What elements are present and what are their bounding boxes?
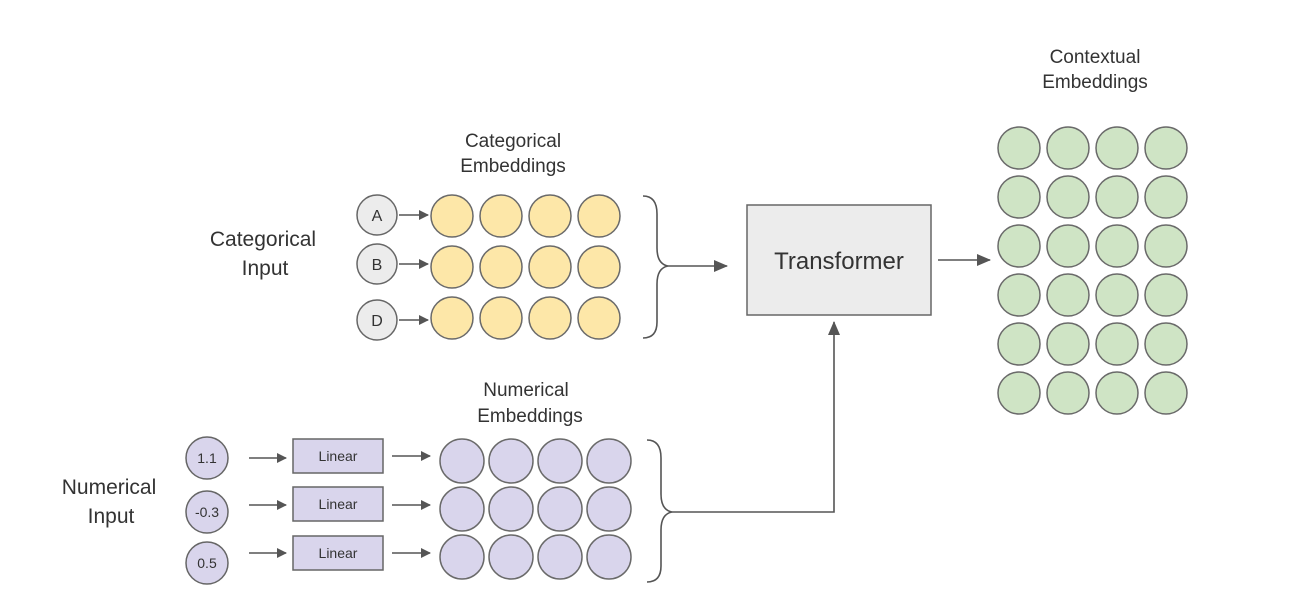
contextual-embedding-cell	[1046, 224, 1090, 268]
linear-label: Linear	[319, 496, 358, 512]
contextual-embedding-cell	[1046, 371, 1090, 415]
categorical-embedding-cell	[430, 296, 474, 340]
numerical-input-value: -0.3	[195, 504, 219, 520]
numerical-embeddings-label-line1: Numerical	[483, 380, 569, 401]
contextual-embedding-cell	[997, 371, 1041, 415]
contextual-embedding-cell	[997, 322, 1041, 366]
categorical-input-nodes: A B D	[356, 194, 398, 341]
contextual-embedding-cell	[1046, 175, 1090, 219]
contextual-embedding-cell	[1144, 126, 1188, 170]
contextual-embedding-cell	[1095, 371, 1139, 415]
numerical-embedding-grid	[439, 438, 632, 580]
numerical-embedding-cell	[586, 486, 632, 532]
numerical-embedding-cell	[586, 438, 632, 484]
numerical-input-value: 1.1	[197, 450, 217, 466]
contextual-embedding-cell	[1095, 322, 1139, 366]
categorical-embedding-cell	[577, 245, 621, 289]
numerical-input-value: 0.5	[197, 555, 217, 571]
contextual-embedding-cell	[1095, 126, 1139, 170]
categorical-embeddings-label-line2: Embeddings	[460, 156, 566, 177]
numerical-embedding-cell	[488, 534, 534, 580]
numerical-embedding-cell	[537, 438, 583, 484]
numerical-to-transformer-arrow	[672, 321, 840, 513]
linear-label: Linear	[319, 448, 358, 464]
transformer-label: Transformer	[774, 248, 904, 275]
categorical-embedding-cell	[528, 245, 572, 289]
numerical-embedding-cell	[439, 438, 485, 484]
linear-label: Linear	[319, 545, 358, 561]
numerical-input-label-line1: Numerical	[62, 476, 157, 499]
linear-box	[292, 486, 384, 522]
numerical-input-node	[185, 541, 229, 585]
contextual-embedding-cell	[997, 273, 1041, 317]
contextual-embedding-cell	[1095, 175, 1139, 219]
numerical-embedding-cell	[439, 486, 485, 532]
contextual-embedding-cell	[1046, 126, 1090, 170]
numerical-embedding-cell	[488, 486, 534, 532]
contextual-embedding-cell	[1095, 224, 1139, 268]
categorical-input-label-line2: Input	[242, 257, 289, 280]
numerical-input-label-line2: Input	[88, 505, 135, 528]
numerical-embedding-cell	[439, 534, 485, 580]
numerical-embedding-cell	[537, 534, 583, 580]
categorical-embedding-cell	[430, 194, 474, 238]
categorical-input-label-line1: Categorical	[210, 228, 316, 251]
categorical-brace	[642, 195, 669, 339]
numerical-input-arrows	[249, 453, 287, 558]
numerical-input-nodes: 1.1 -0.3 0.5	[185, 436, 229, 585]
numerical-input-node	[185, 490, 229, 534]
numerical-embeddings-label-line2: Embeddings	[477, 406, 583, 427]
contextual-embedding-cell	[1144, 273, 1188, 317]
categorical-embeddings-label-line1: Categorical	[465, 131, 561, 152]
categorical-embedding-grid	[430, 194, 621, 340]
contextual-embedding-cell	[1144, 371, 1188, 415]
numerical-input-node	[185, 436, 229, 480]
categorical-embedding-cell	[528, 296, 572, 340]
contextual-embedding-cell	[997, 126, 1041, 170]
numerical-embedding-cell	[488, 438, 534, 484]
linear-layers: Linear Linear Linear	[292, 438, 384, 571]
categorical-embedding-cell	[577, 194, 621, 238]
categorical-embedding-cell	[479, 296, 523, 340]
contextual-embedding-cell	[1144, 175, 1188, 219]
categorical-embedding-cell	[528, 194, 572, 238]
categorical-input-value: A	[372, 208, 383, 225]
linear-output-arrows	[392, 451, 431, 558]
contextual-embeddings-label-line1: Contextual	[1050, 47, 1141, 68]
contextual-embedding-cell	[997, 175, 1041, 219]
linear-box	[292, 535, 384, 571]
contextual-embedding-cell	[997, 224, 1041, 268]
categorical-input-node	[356, 243, 398, 285]
contextual-embedding-cell	[1046, 273, 1090, 317]
categorical-input-arrows	[399, 210, 429, 325]
contextual-embeddings-label-line2: Embeddings	[1042, 72, 1148, 93]
transformer-box	[746, 204, 932, 316]
categorical-embedding-cell	[430, 245, 474, 289]
categorical-input-node	[356, 194, 398, 236]
categorical-embedding-cell	[479, 245, 523, 289]
numerical-embedding-cell	[537, 486, 583, 532]
contextual-embedding-cell	[1095, 273, 1139, 317]
contextual-embedding-grid	[997, 126, 1188, 415]
categorical-embedding-cell	[577, 296, 621, 340]
contextual-embedding-cell	[1144, 224, 1188, 268]
linear-box	[292, 438, 384, 474]
categorical-input-value: B	[372, 257, 383, 274]
numerical-embedding-cell	[586, 534, 632, 580]
numerical-brace	[646, 439, 673, 583]
categorical-input-node	[356, 299, 398, 341]
contextual-embedding-cell	[1144, 322, 1188, 366]
categorical-input-value: D	[371, 313, 383, 330]
categorical-embedding-cell	[479, 194, 523, 238]
contextual-embedding-cell	[1046, 322, 1090, 366]
